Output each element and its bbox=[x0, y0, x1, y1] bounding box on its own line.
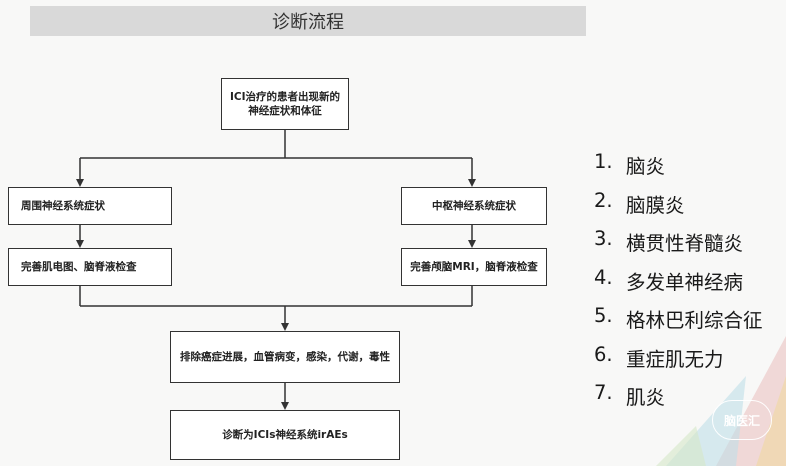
exclusion-node: 排除癌症进展，血管病变，感染，代谢，毒性 bbox=[170, 331, 400, 383]
list-item-number: 4. bbox=[594, 265, 613, 289]
start-node-line1: ICI治疗的患者出现新的 bbox=[229, 90, 341, 103]
list-item-number: 1. bbox=[594, 150, 613, 173]
list-item-label: 横贯性脊髓炎 bbox=[626, 232, 744, 255]
list-item: 2. 脑膜炎 bbox=[594, 189, 763, 228]
peripheral-symptoms-node: 周围神经系统症状 bbox=[8, 187, 172, 225]
list-item: 7. 肌炎 bbox=[594, 381, 763, 420]
list-item: 4. 多发单神经病 bbox=[594, 266, 763, 305]
list-item-label: 多发单神经病 bbox=[626, 270, 744, 294]
list-item-label: 脑膜炎 bbox=[626, 193, 685, 217]
list-item-label: 脑炎 bbox=[626, 155, 666, 178]
list-item-label: 重症肌无力 bbox=[626, 347, 724, 371]
start-node-line2: 神经症状和体征 bbox=[248, 105, 322, 117]
list-item-label: 肌炎 bbox=[626, 386, 666, 409]
central-symptoms-node: 中枢神经系统症状 bbox=[401, 187, 547, 225]
list-item-number: 6. bbox=[594, 342, 613, 366]
differential-list: 1. 脑炎 2. 脑膜炎 3. 横贯性脊髓炎 4. 多发单神经病 5. 格林巴利综合征 6… bbox=[594, 150, 763, 420]
list-item: 3. 横贯性脊髓炎 bbox=[594, 227, 763, 266]
list-item: 1. 脑炎 bbox=[594, 150, 763, 189]
list-item: 6. 重症肌无力 bbox=[594, 343, 763, 382]
list-item-label: 格林巴利综合征 bbox=[626, 309, 763, 332]
start-node: ICI治疗的患者出现新的 神经症状和体征 bbox=[221, 78, 349, 130]
list-item-number: 7. bbox=[594, 381, 613, 404]
page-title: 诊断流程 bbox=[30, 6, 586, 36]
list-item-number: 3. bbox=[594, 227, 613, 250]
list-item-number: 5. bbox=[594, 304, 613, 327]
decorative-polygons bbox=[656, 336, 786, 466]
peripheral-exam-node: 完善肌电图、脑脊液检查 bbox=[8, 248, 172, 286]
list-item-number: 2. bbox=[594, 188, 613, 212]
diagnosis-node: 诊断为ICIs神经系统irAEs bbox=[170, 410, 400, 460]
list-item: 5. 格林巴利综合征 bbox=[594, 304, 763, 343]
central-exam-node: 完善颅脑MRI，脑脊液检查 bbox=[401, 248, 547, 286]
watermark-logo: 脑医汇 bbox=[712, 400, 772, 440]
